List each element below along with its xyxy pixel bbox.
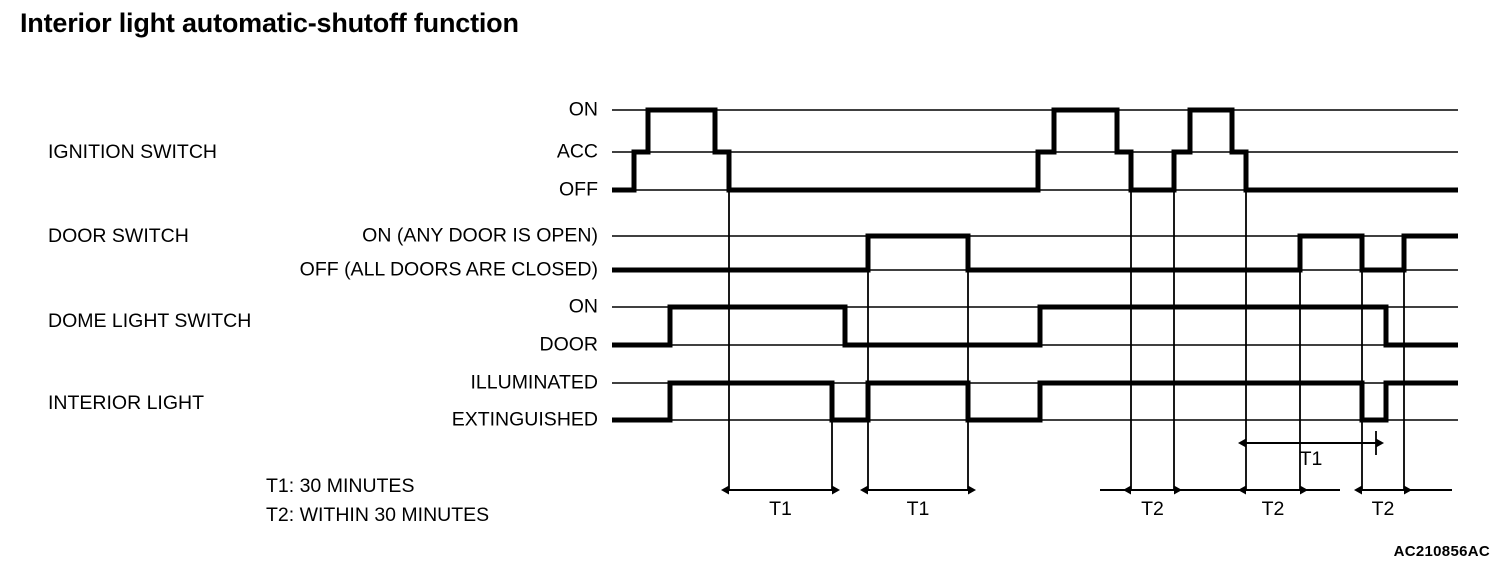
row-label-ignition-switch: IGNITION SWITCH (48, 141, 217, 163)
state-label-ignition-on: ON (568, 98, 598, 121)
waveform-3 (612, 380, 1458, 423)
state-label-light-illuminated: ILLUMINATED (470, 371, 599, 394)
row-label-dome-light-switch: DOME LIGHT SWITCH (48, 310, 252, 332)
legend-t1: T1: 30 MINUTES (266, 475, 415, 497)
waveform-1 (612, 233, 1458, 273)
row-label-door-switch: DOOR SWITCH (48, 225, 189, 247)
waveform-0 (612, 107, 1458, 193)
state-label-door-off: OFF (ALL DOORS ARE CLOSED) (299, 258, 598, 281)
dimension-label-t1-1: T1 (907, 498, 930, 520)
state-label-ignition-acc: ACC (556, 140, 598, 163)
legend-t2: T2: WITHIN 30 MINUTES (266, 504, 490, 526)
state-label-dome-on: ON (568, 295, 598, 318)
dimension-label-t2-4: T2 (1372, 498, 1395, 520)
state-label-door-on: ON (ANY DOOR IS OPEN) (362, 224, 598, 247)
state-label-dome-door: DOOR (539, 333, 599, 356)
baseline-group (612, 109, 1458, 421)
dimension-label-t1-5: T1 (1300, 448, 1323, 470)
waveform-2 (612, 304, 1458, 348)
page-title: Interior light automatic-shutoff functio… (20, 8, 519, 38)
state-label-light-extinguished: EXTINGUISHED (451, 408, 598, 431)
row-label-interior-light: INTERIOR LIGHT (48, 392, 205, 414)
figure-code: AC210856AC (1393, 543, 1490, 560)
guide-line-group (728, 190, 1405, 490)
dimension-label-t2-2: T2 (1141, 498, 1164, 520)
state-label-ignition-off: OFF (559, 178, 598, 201)
dimension-label-t1-0: T1 (769, 498, 792, 520)
waveform-group (612, 107, 1458, 423)
dimension-label-t2-3: T2 (1262, 498, 1285, 520)
